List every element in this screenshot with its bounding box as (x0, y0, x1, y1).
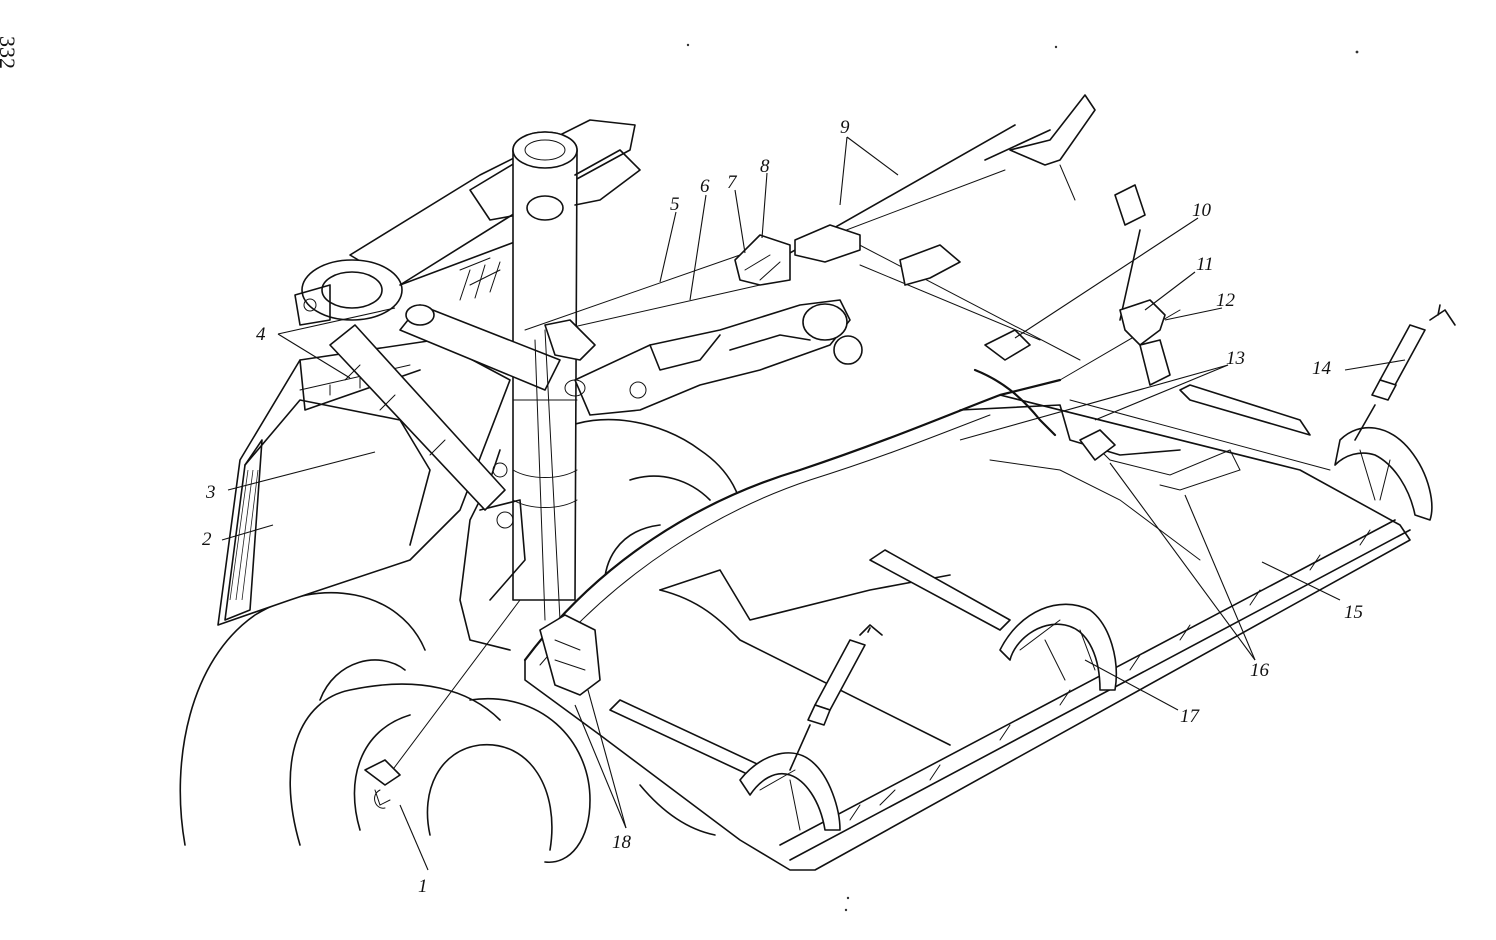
callout-18: 18 (612, 832, 632, 853)
callout-10: 10 (1192, 200, 1212, 221)
callout-15: 15 (1344, 602, 1363, 623)
control-linkage (384, 94, 1331, 781)
diagonal-brace (329, 304, 561, 511)
wheels (179, 418, 742, 863)
callout-12: 12 (1216, 290, 1236, 311)
brackets (364, 224, 1171, 809)
callout-4: 4 (256, 324, 266, 345)
axle-beam (294, 119, 636, 326)
main-door-panel (523, 378, 1411, 871)
callout-labels: 1 2 3 4 5 6 7 8 9 10 11 12 13 14 15 16 1… (202, 117, 1363, 897)
side-door-panel (217, 339, 511, 626)
callout-6: 6 (700, 176, 710, 197)
callout-5: 5 (670, 194, 680, 215)
callout-11: 11 (1196, 254, 1214, 275)
callout-2: 2 (202, 529, 212, 550)
callout-17: 17 (1180, 706, 1201, 727)
latch-frames (739, 426, 1433, 831)
leader-lines (221, 136, 1406, 871)
print-specks (686, 43, 1359, 912)
callout-16: 16 (1250, 660, 1270, 681)
callout-8: 8 (760, 156, 770, 177)
callout-1: 1 (418, 876, 428, 897)
callout-13: 13 (1226, 348, 1245, 369)
callout-14: 14 (1312, 358, 1332, 379)
door-cylinder-right (1354, 304, 1456, 441)
door-cylinder-left (789, 624, 883, 771)
callout-7: 7 (727, 172, 738, 193)
callout-9: 9 (840, 117, 850, 138)
callout-3: 3 (205, 482, 216, 503)
retraction-arm (564, 299, 863, 416)
